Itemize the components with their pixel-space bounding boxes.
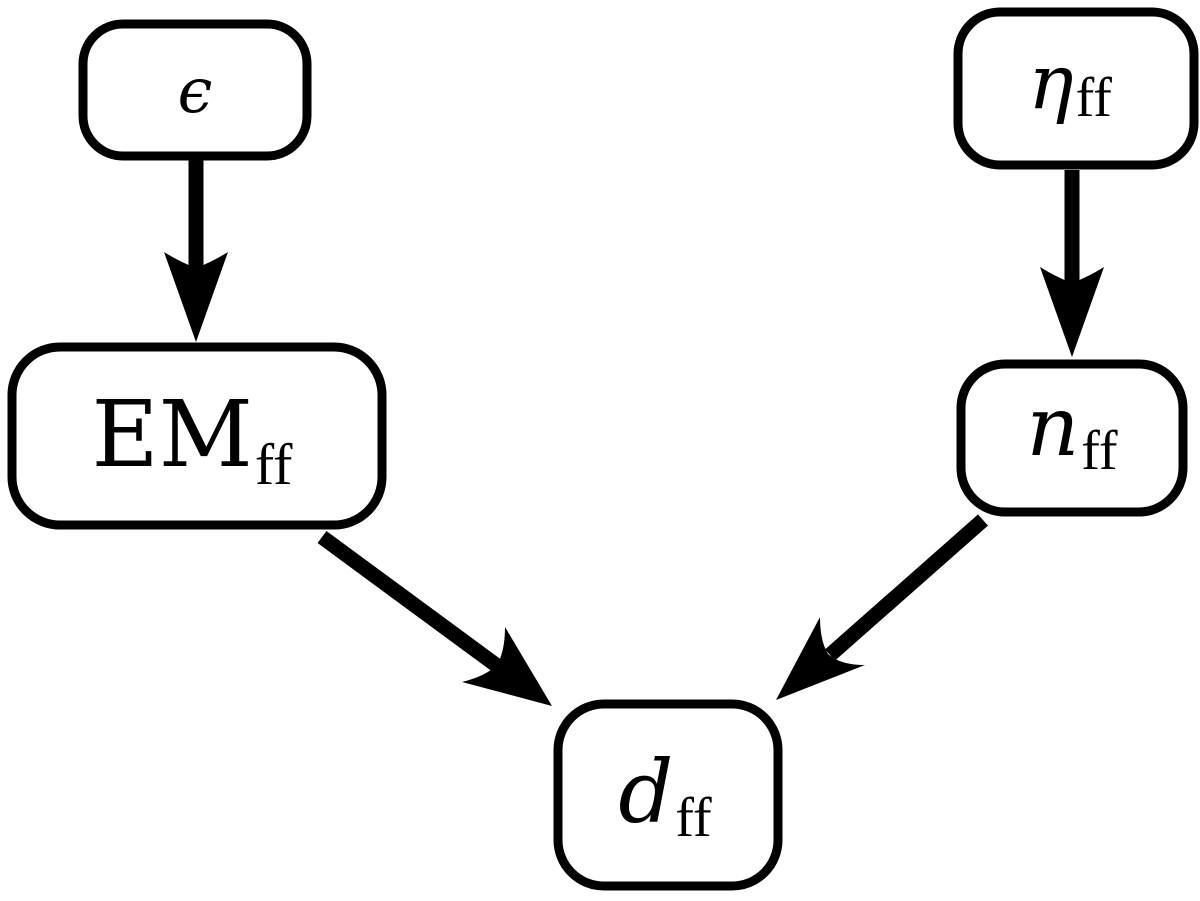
node-box [7, 342, 387, 530]
node-label: ηff [1028, 37, 1112, 129]
node-label: EMff [92, 381, 294, 497]
node-box [553, 699, 783, 891]
node-box [953, 7, 1199, 170]
node-d-ff: dff [553, 699, 783, 891]
node-label: dff [618, 743, 712, 849]
node-box [78, 19, 312, 161]
edge-n-to-d [776, 514, 988, 700]
node-em-ff: EMff [7, 342, 387, 530]
edge-line [317, 530, 505, 675]
edge-em-to-d [317, 530, 552, 706]
edge-eta-to-n [1040, 170, 1104, 357]
node-label: ϵ [178, 54, 213, 127]
arrowhead-icon [776, 617, 865, 700]
node-epsilon: ϵ [78, 19, 312, 161]
arrowhead-icon [1040, 267, 1104, 357]
node-label: nff [1026, 380, 1117, 482]
edge-line [825, 514, 988, 661]
node-box [956, 359, 1188, 517]
arrowhead-icon [164, 252, 228, 342]
node-n-ff: nff [956, 359, 1188, 517]
arrowhead-icon [462, 627, 552, 706]
edge-epsilon-to-em [164, 160, 228, 342]
node-eta-ff: ηff [953, 7, 1199, 170]
